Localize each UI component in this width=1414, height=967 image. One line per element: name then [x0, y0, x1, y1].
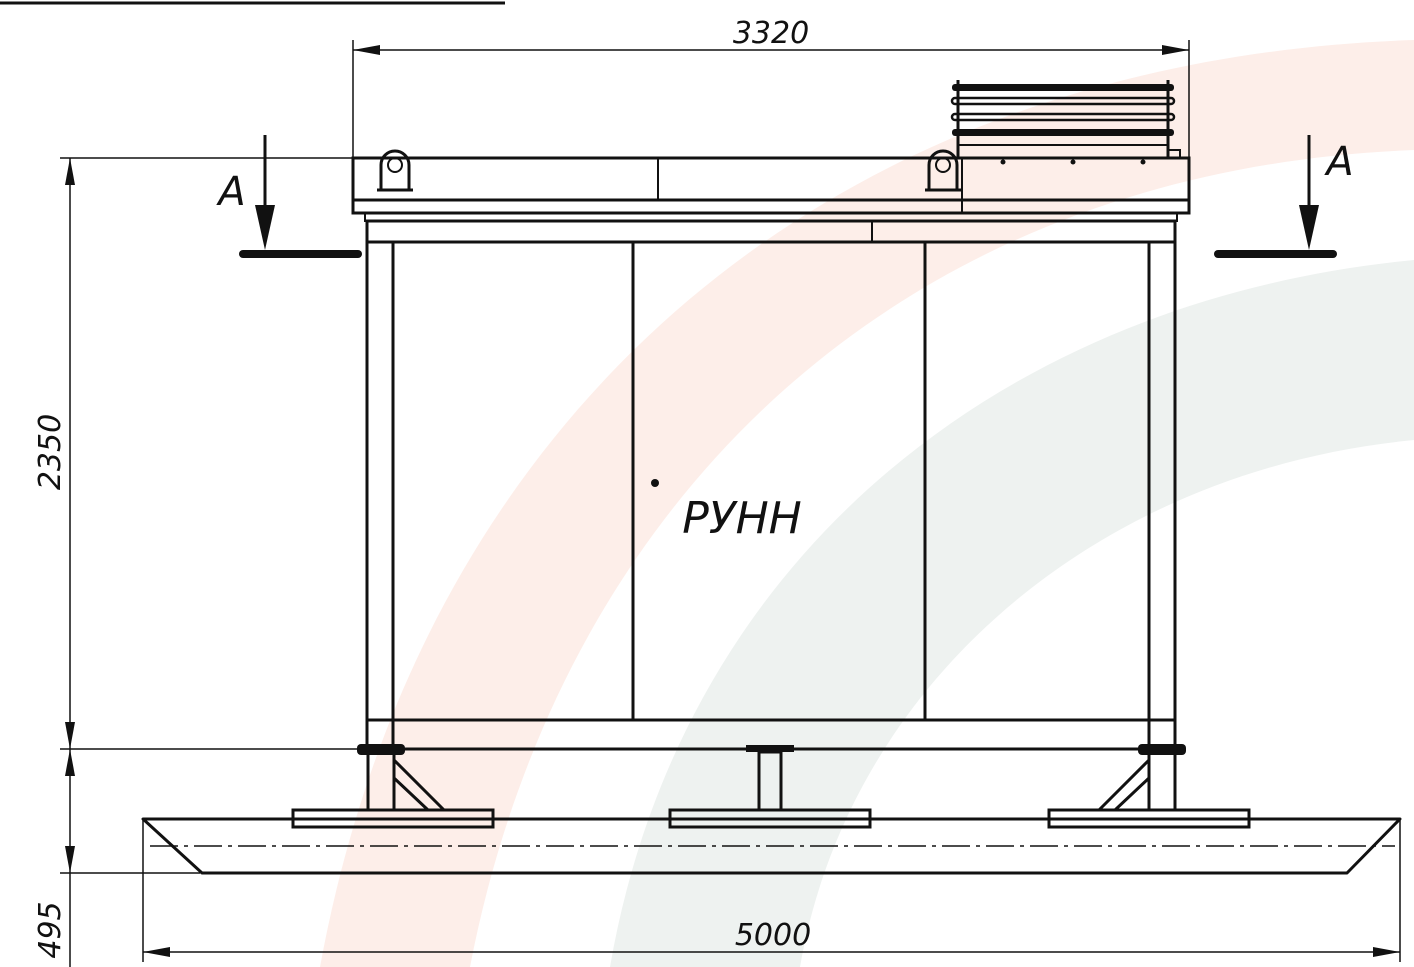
door-right [923, 240, 1151, 722]
cabinet-doors [391, 240, 1151, 722]
dimension-height-main-label: 2350 [33, 414, 68, 490]
cabinet-label: РУНН [682, 493, 802, 544]
skid-base [141, 817, 1402, 875]
dimension-height-base-label: 495 [33, 901, 68, 958]
section-marker-left: A [215, 135, 362, 258]
lifting-lug-right [925, 149, 961, 192]
section-marker-right-label: A [1323, 139, 1353, 185]
support-leg-right [1097, 744, 1186, 812]
dimension-height-main: 2350 [33, 157, 365, 750]
door-handle [651, 479, 659, 487]
dimension-width-top-label: 3320 [733, 16, 809, 51]
section-marker-left-label: A [215, 169, 245, 215]
ventilation-grille [950, 80, 1181, 165]
support-leg-left [357, 744, 446, 812]
dimension-width-bottom: 5000 [142, 820, 1401, 962]
section-marker-right: A [1214, 135, 1354, 258]
dimension-width-top: 3320 [352, 16, 1190, 160]
dimension-width-bottom-label: 5000 [735, 918, 811, 953]
dimension-height-base: 495 [33, 749, 200, 967]
lifting-lug-left [377, 149, 413, 192]
